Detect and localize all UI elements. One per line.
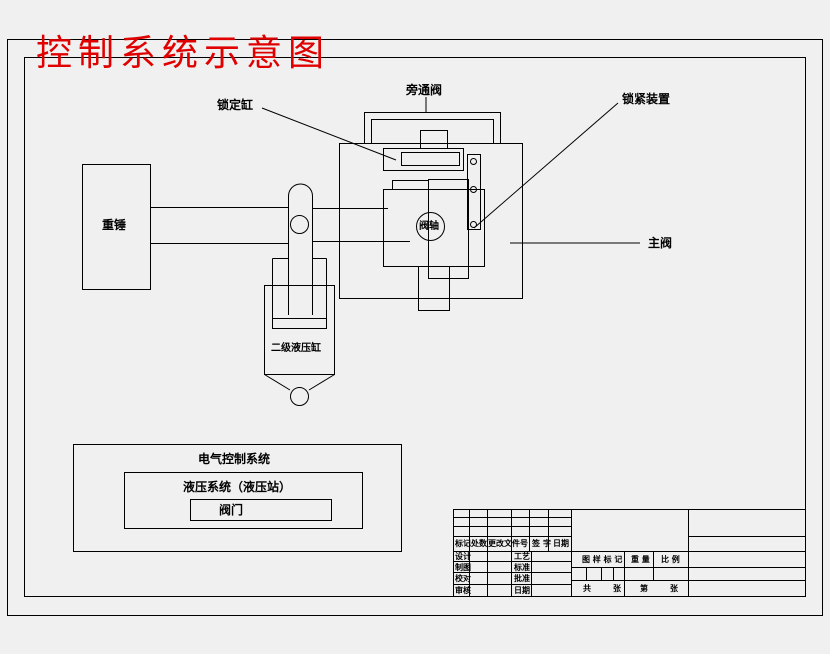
lock-pivot-low [470,221,477,228]
valve-bottom-stem [418,266,450,311]
label-valve-door: 阀门 [219,503,244,517]
tb-design: 设计 [455,552,471,561]
label-two-stage-cylinder: 二级液压缸 [271,343,321,354]
electric-box [73,444,402,552]
tb-sheet-num: 第 张 [640,584,680,593]
tb-rev-date: 日期 [553,539,569,548]
cylinder-body [264,285,335,375]
leader-lock-cylinder [261,107,397,161]
pin-hole [290,215,309,234]
hydraulic-box [124,472,363,529]
tb-review: 审核 [455,586,471,595]
valve-box [190,499,332,521]
bypass-pipe [364,112,501,144]
tb-drafting: 制图 [455,563,471,572]
lock-device-arm [467,154,481,230]
tb-drawing-mark: 图 样 标 记 [582,555,623,564]
label-valve-shaft: 阀轴 [419,221,439,232]
valve-top-stem [420,130,448,149]
tb-approve: 批准 [514,574,530,583]
tb-weight: 重 量 [631,555,650,564]
valve-shaft-circle [416,212,445,241]
tb-sheet-total: 共 张 [583,584,623,593]
lock-pivot-mid [470,186,477,193]
counterweight-arm [150,207,289,244]
tb-checking: 校对 [455,574,471,583]
label-main-valve: 主阀 [648,236,673,250]
valve-side-block [392,180,429,190]
drawing-title: 控制系统示意图 [36,33,331,74]
tb-rev-file: 更改文件号 [488,539,528,548]
label-lock-cylinder: 锁定缸 [217,98,254,112]
tb-rev-char: 字 [543,539,551,548]
tb-process: 工艺 [514,552,530,561]
cylinder-eye [290,387,309,406]
lock-pivot-top [470,158,477,165]
label-counterweight: 重锤 [102,218,127,232]
outer-border [7,39,823,616]
pin-plate [288,183,313,315]
tb-rev-count: 处数 [471,539,487,548]
cylinder-bottom [264,374,335,391]
label-hydraulic-system: 液压系统（液压站） [183,480,292,494]
leader-lock-device [473,102,619,229]
lever-arm [312,208,410,242]
label-bypass-valve: 旁通阀 [406,83,443,97]
main-valve-body [339,143,523,299]
label-electric-control: 电气控制系统 [198,452,271,466]
tb-date: 日期 [514,586,530,595]
tb-standard: 标准 [514,563,530,572]
title-block [453,509,806,597]
tb-rev-sign: 签 [532,539,540,548]
label-lock-device: 锁紧装置 [622,92,671,106]
cylinder-inner [272,258,327,329]
lock-cylinder-piston [401,152,460,166]
tb-rev-mark: 标记 [455,539,471,548]
inner-frame [24,57,806,597]
tb-scale: 比 例 [661,555,680,564]
